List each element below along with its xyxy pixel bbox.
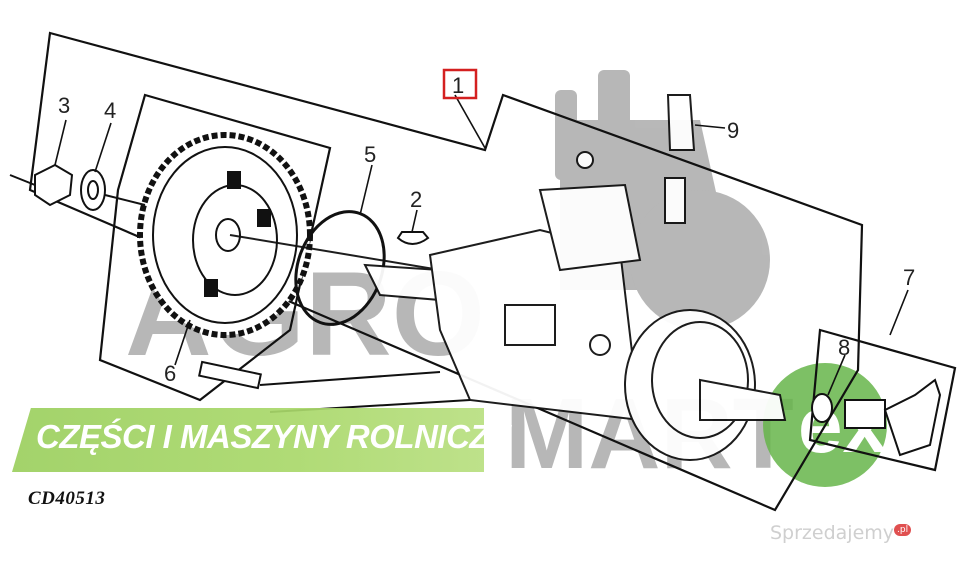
callout-9: 9 bbox=[727, 118, 739, 143]
banjo-fitting bbox=[811, 378, 942, 457]
leader-lines bbox=[54, 94, 909, 396]
site-name: Sprzedajemy bbox=[770, 522, 895, 544]
injection-pump-body bbox=[229, 94, 787, 461]
callout-4: 4 bbox=[104, 98, 116, 123]
callout-3: 3 bbox=[58, 93, 70, 118]
callout-1-highlight bbox=[442, 68, 478, 100]
callout-1: 1 bbox=[452, 73, 464, 98]
callout-8: 8 bbox=[838, 335, 850, 360]
watermark-banner bbox=[12, 408, 484, 472]
callout-labels: 1 2 3 4 5 6 7 8 9 bbox=[58, 68, 915, 386]
watermark-banner-text: CZĘŚCI I MASZYNY ROLNICZE bbox=[36, 418, 511, 455]
callout-6: 6 bbox=[164, 361, 176, 386]
callout-7: 7 bbox=[903, 265, 915, 290]
site-watermark: Sprzedajemy.pl bbox=[770, 522, 912, 544]
callout-5: 5 bbox=[364, 142, 376, 167]
drive-gear bbox=[137, 132, 313, 338]
nut-and-washer bbox=[9, 163, 146, 211]
woodruff-key bbox=[396, 231, 430, 245]
diagram-code: CD40513 bbox=[28, 488, 106, 509]
callout-2: 2 bbox=[410, 187, 422, 212]
site-tld: .pl bbox=[894, 523, 912, 536]
